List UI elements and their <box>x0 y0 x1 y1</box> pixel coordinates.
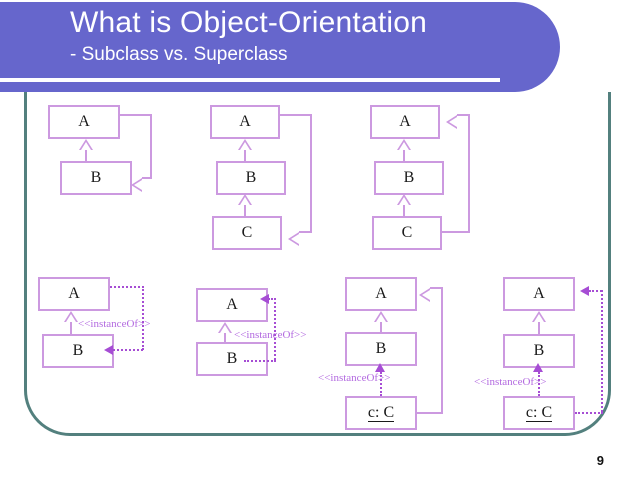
class-box-A[interactable]: A <box>38 277 110 311</box>
side-line-vertical <box>601 290 603 412</box>
side-arrowhead-hollow-left <box>131 178 142 192</box>
generalization-line-C-B <box>244 205 246 216</box>
class-box-C[interactable]: C <box>372 216 442 250</box>
object-box-label: c: C <box>367 403 395 422</box>
side-line-bottom <box>442 231 470 233</box>
page-number: 9 <box>596 453 604 468</box>
class-box-label: B <box>533 342 545 359</box>
side-line-bottom <box>575 412 603 414</box>
instanceof-line-top <box>110 286 144 288</box>
header-rule <box>0 78 500 82</box>
side-line-bottom <box>142 177 152 179</box>
class-box-C[interactable]: C <box>212 216 282 250</box>
class-box-B[interactable]: B <box>196 342 268 376</box>
generalization-line-B-A <box>538 322 540 334</box>
generalization-arrowhead-up-CB <box>238 194 252 205</box>
instanceof-line-top <box>268 298 276 300</box>
object-box-label: c: C <box>525 403 553 422</box>
generalization-line-B-A <box>244 150 246 161</box>
generalization-line-B-A <box>403 150 405 161</box>
page-subtitle: - Subclass vs. Superclass <box>70 44 288 65</box>
stereotype-label-instanceof: <<instanceOf>> <box>234 329 307 341</box>
slide-header-banner <box>0 2 560 92</box>
generalization-arrowhead-up-BA <box>238 139 252 150</box>
class-box-label: C <box>241 224 253 241</box>
side-line-top <box>457 114 470 116</box>
generalization-line-B-A <box>70 322 72 334</box>
instanceof-line-vertical <box>142 286 144 350</box>
generalization-arrowhead-up <box>218 322 232 333</box>
class-box-label: A <box>68 285 80 302</box>
page-title: What is Object-Orientation <box>70 6 427 39</box>
class-box-label: A <box>239 113 251 130</box>
side-line-bottom <box>417 412 443 414</box>
instanceof-line-vertical <box>538 372 540 396</box>
class-box-A[interactable]: A <box>210 105 280 139</box>
instanceof-arrowhead-filled-left <box>260 294 269 304</box>
side-arrowhead-hollow-left <box>446 115 457 129</box>
class-box-B[interactable]: B <box>374 161 444 195</box>
class-box-label: A <box>226 296 238 313</box>
generalization-line-B-A <box>224 333 226 342</box>
generalization-arrowhead-up <box>79 139 93 150</box>
class-box-A[interactable]: A <box>503 277 575 311</box>
side-arrowhead-filled-left <box>580 286 589 296</box>
generalization-arrowhead-up-CB <box>397 194 411 205</box>
side-line-top <box>120 114 152 116</box>
side-line-vertical <box>468 114 470 233</box>
instanceof-line-vertical <box>380 372 382 396</box>
generalization-arrowhead-up <box>374 311 388 322</box>
generalization-arrowhead-up <box>64 311 78 322</box>
generalization-arrowhead-up <box>532 311 546 322</box>
side-arrowhead-hollow-left <box>419 288 430 302</box>
side-arrowhead-hollow-left <box>288 232 299 246</box>
generalization-arrowhead-up-BA <box>397 139 411 150</box>
instanceof-arrowhead-filled-left <box>104 345 113 355</box>
generalization-line-B-A <box>85 150 87 161</box>
side-line-vertical <box>441 287 443 412</box>
side-line-bottom <box>299 231 312 233</box>
class-box-label: B <box>403 169 415 186</box>
class-box-B[interactable]: B <box>345 332 417 366</box>
side-line-top <box>589 290 602 292</box>
stereotype-label-instanceof: <<instanceOf>> <box>78 318 151 330</box>
class-box-label: A <box>533 285 545 302</box>
class-box-label: B <box>375 340 387 357</box>
side-line-vertical <box>310 114 312 233</box>
class-box-A[interactable]: A <box>48 105 120 139</box>
stereotype-label-instanceof: <<instanceOf>> <box>474 376 547 388</box>
class-box-A[interactable]: A <box>370 105 440 139</box>
instanceof-line-bottom <box>113 349 143 351</box>
class-box-B[interactable]: B <box>42 334 114 368</box>
class-box-B[interactable]: B <box>60 161 132 195</box>
generalization-line-B-A <box>380 322 382 332</box>
class-box-B[interactable]: B <box>216 161 286 195</box>
instanceof-arrowhead-filled-up <box>375 363 385 372</box>
class-box-A[interactable]: A <box>196 288 268 322</box>
class-box-label: A <box>375 285 387 302</box>
side-line-top <box>430 287 443 289</box>
instanceof-arrowhead-filled-up <box>533 363 543 372</box>
class-box-label: B <box>226 350 238 367</box>
stereotype-label-instanceof: <<instanceOf>> <box>318 372 391 384</box>
side-line-top <box>280 114 312 116</box>
class-box-label: B <box>90 169 102 186</box>
class-box-label: B <box>245 169 257 186</box>
side-line-vertical <box>150 114 152 179</box>
class-box-label: C <box>401 224 413 241</box>
class-box-label: A <box>78 113 90 130</box>
object-box-c-C[interactable]: c: C <box>503 396 575 430</box>
instanceof-line-vertical <box>274 298 276 360</box>
class-box-label: B <box>72 342 84 359</box>
generalization-line-C-B <box>403 205 405 216</box>
class-box-A[interactable]: A <box>345 277 417 311</box>
class-box-label: A <box>399 113 411 130</box>
object-box-c-C[interactable]: c: C <box>345 396 417 430</box>
instanceof-line-bottom <box>244 360 276 362</box>
